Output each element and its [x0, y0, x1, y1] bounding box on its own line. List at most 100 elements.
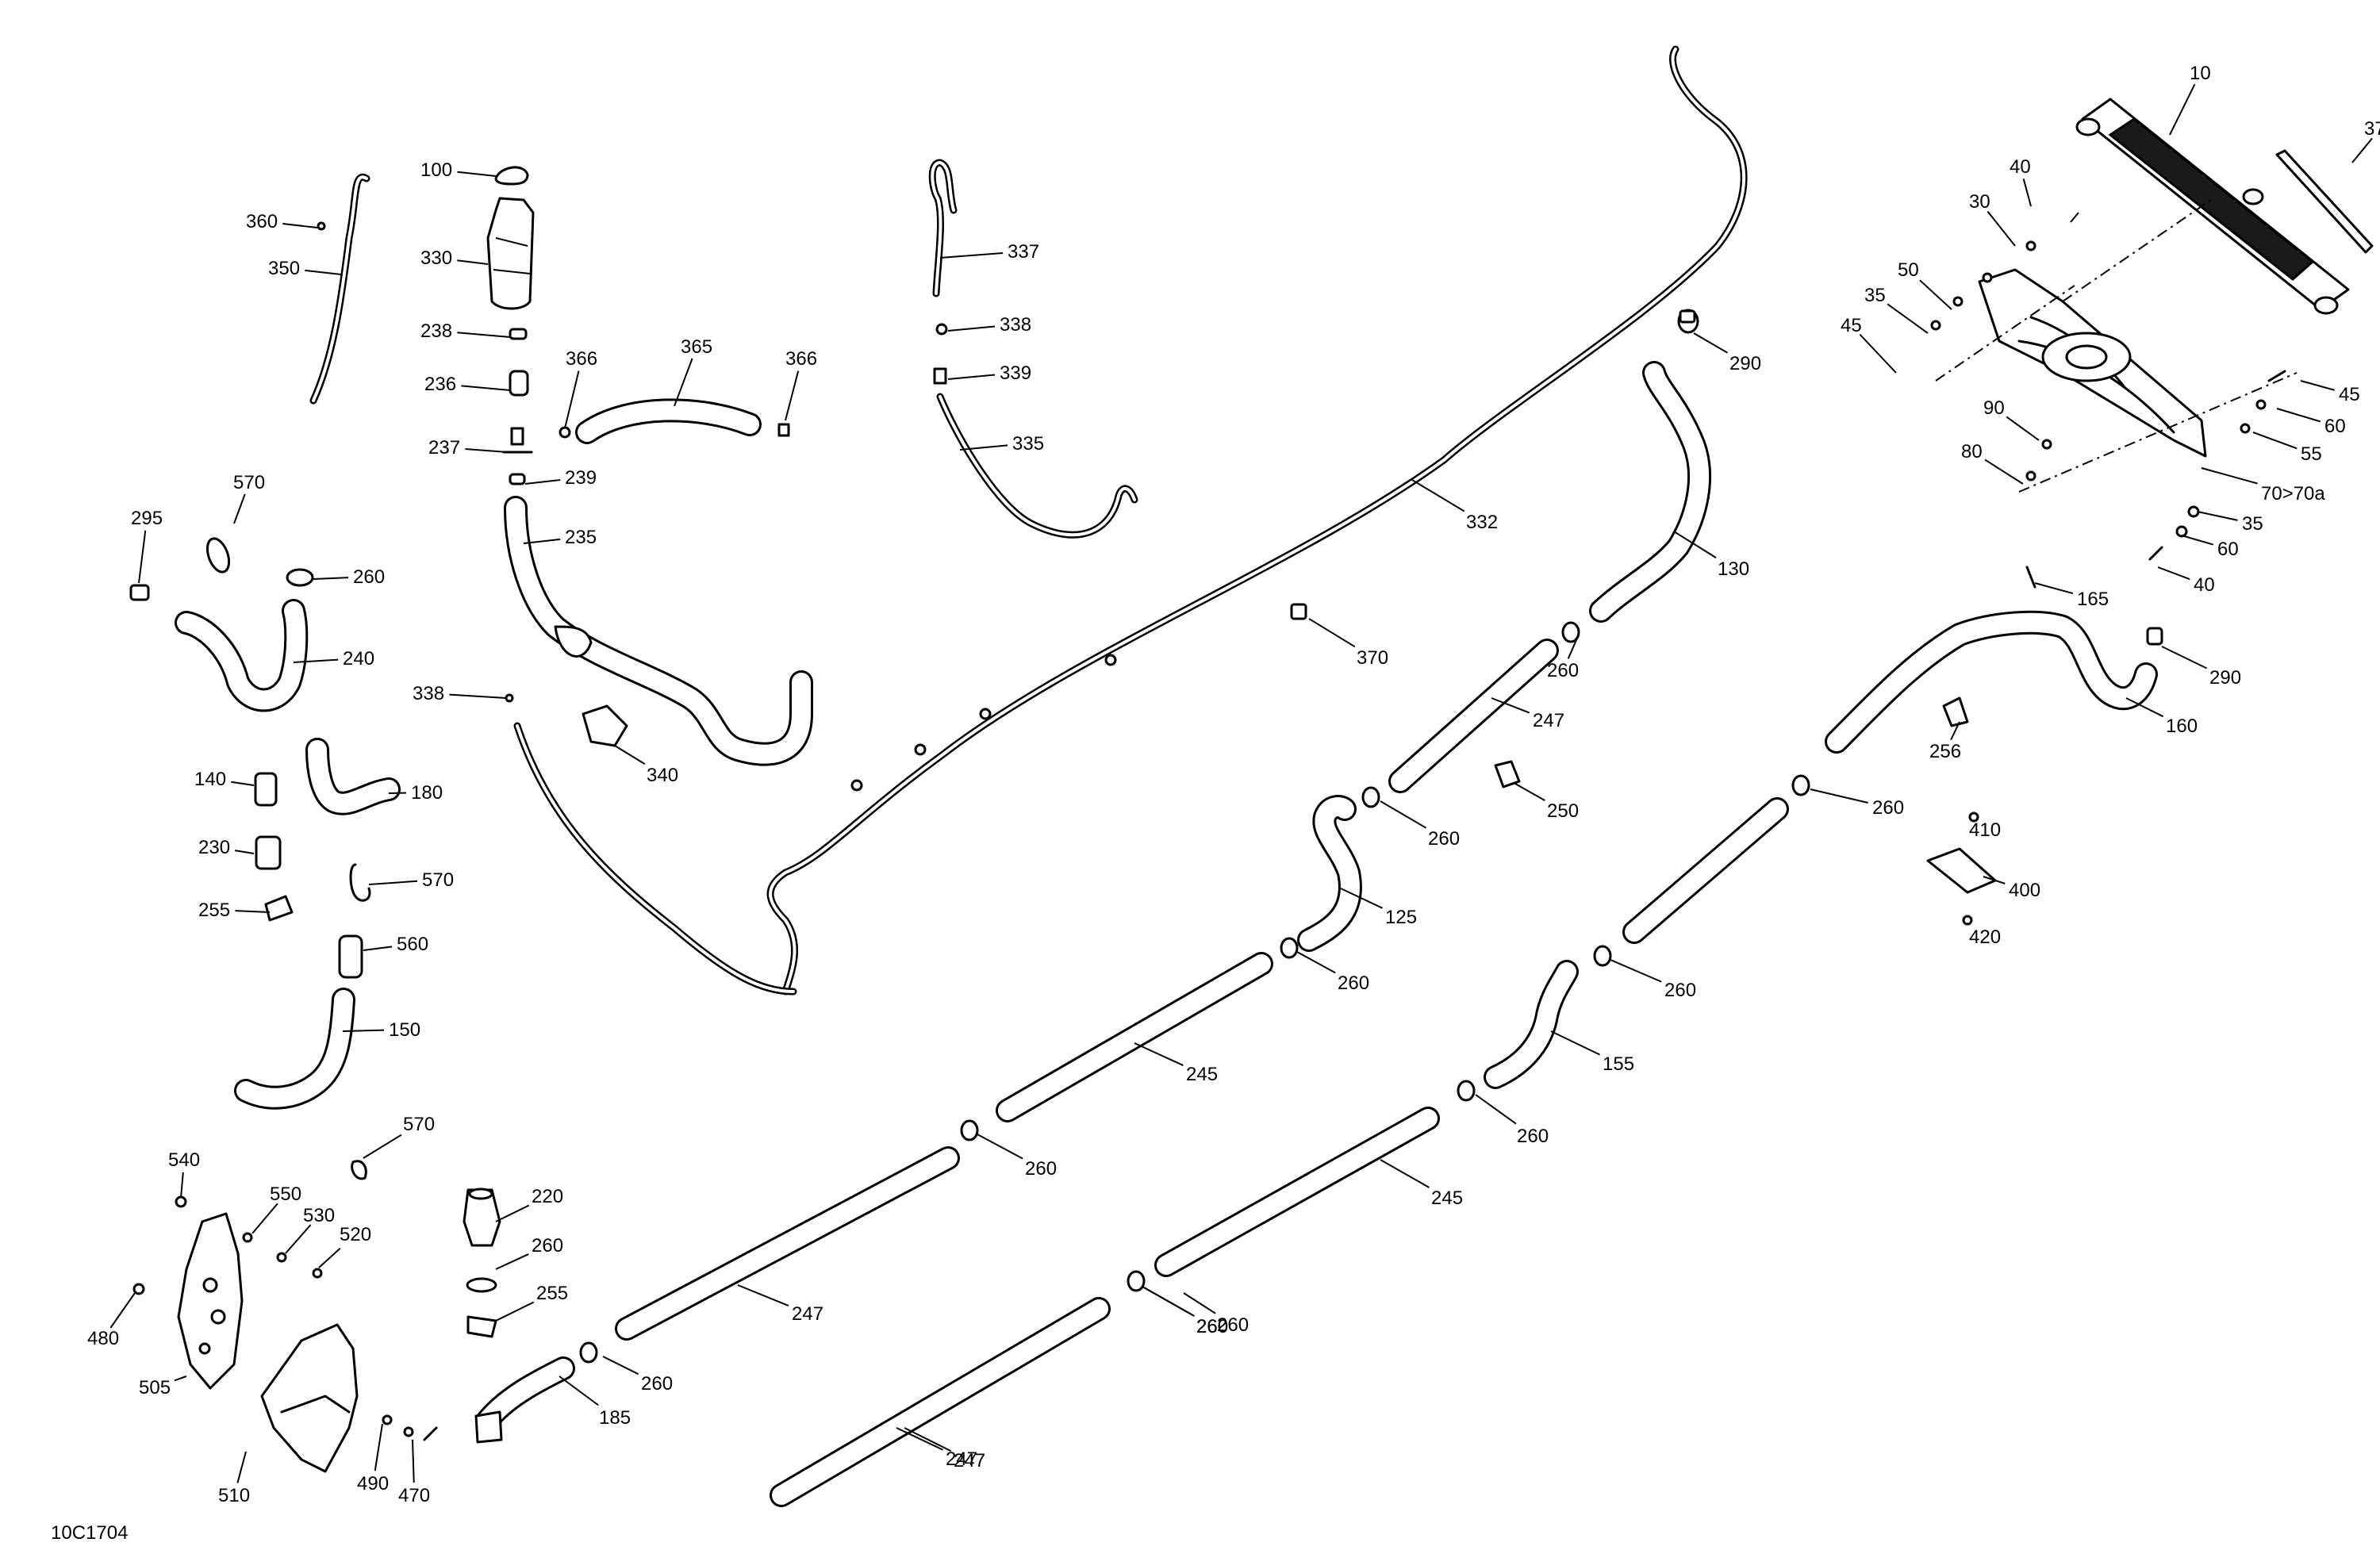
callout-570b: 570	[422, 869, 454, 891]
leader-line-550	[251, 1203, 278, 1234]
callout-238: 238	[420, 320, 452, 342]
callout-410: 410	[1969, 819, 2001, 841]
tube-245-mid	[996, 937, 1299, 1122]
callout-237: 237	[428, 437, 460, 458]
leader-line-247b	[904, 1427, 952, 1452]
callout-260m: 260	[1196, 1316, 1228, 1337]
leader-line-100	[457, 171, 497, 177]
callout-239: 239	[565, 467, 597, 489]
callout-400: 400	[2009, 880, 2040, 901]
leader-line-480	[109, 1292, 136, 1329]
callout-370: 370	[1357, 647, 1388, 669]
leader-line-60a	[2276, 408, 2321, 423]
leader-line-530	[285, 1224, 312, 1254]
callout-40b: 40	[2194, 574, 2215, 596]
leader-line-80	[1984, 458, 2024, 485]
leader-line-260f	[1296, 951, 1336, 974]
callout-80: 80	[1961, 441, 1983, 462]
hose-350	[309, 173, 370, 405]
callout-332: 332	[1466, 512, 1498, 533]
callout-40a: 40	[2010, 156, 2031, 178]
callout-90: 90	[1983, 397, 2005, 419]
callout-55: 55	[2301, 443, 2322, 465]
leader-line-247c	[1491, 697, 1530, 714]
callout-260a: 260	[353, 566, 385, 588]
hose-332	[766, 45, 1748, 996]
callout-290a: 290	[1729, 353, 1761, 374]
leader-line-165	[2034, 582, 2074, 595]
callout-330: 330	[420, 247, 452, 269]
leader-line-420	[1967, 923, 1969, 926]
leader-line-250	[1514, 783, 1545, 801]
leader-line-160	[2125, 697, 2164, 718]
callout-570a: 570	[233, 472, 265, 493]
callout-247a: 247	[792, 1303, 823, 1325]
tube-247-bottom	[770, 1270, 1146, 1507]
callout-530: 530	[303, 1205, 335, 1226]
callout-360: 360	[246, 211, 278, 232]
leader-line-256	[1950, 721, 1960, 741]
callout-45b: 45	[2339, 384, 2360, 405]
leader-line-245b	[1380, 1159, 1430, 1188]
leader-line-260i	[1810, 788, 1868, 804]
leader-line-50	[1919, 279, 1952, 310]
hose-240	[129, 537, 314, 712]
leader-line-35a	[1887, 303, 1929, 334]
callout-260h: 260	[1547, 660, 1579, 681]
callout-505: 505	[139, 1377, 171, 1398]
leader-line-366a	[564, 370, 580, 429]
callout-260l: 260	[1217, 1314, 1249, 1336]
callout-470: 470	[398, 1485, 430, 1506]
leader-line-505	[174, 1375, 187, 1382]
callout-260e: 260	[1196, 1316, 1228, 1337]
leader-line-220	[495, 1204, 530, 1222]
callout-250: 250	[1547, 800, 1579, 822]
callout-260f: 260	[1338, 973, 1369, 994]
leader-line-540	[180, 1172, 184, 1199]
callout-550: 550	[270, 1184, 301, 1205]
leader-line-55	[2252, 432, 2297, 450]
callout-245b: 245	[1431, 1187, 1463, 1209]
leader-line-339	[947, 374, 996, 380]
callout-365: 365	[681, 336, 712, 358]
callout-256: 256	[1929, 741, 1961, 762]
leader-line-337	[939, 251, 1004, 259]
callout-60a: 60	[2324, 416, 2346, 437]
leader-line-40b	[2157, 566, 2190, 581]
leader-line-366b	[785, 370, 800, 421]
tube-155	[1484, 945, 1612, 1089]
callout-338b: 338	[413, 683, 444, 704]
leader-line-520	[318, 1247, 341, 1268]
leader-line-335	[959, 444, 1008, 451]
housing-220-185	[463, 1187, 575, 1444]
leader-line-490	[374, 1423, 383, 1471]
radiator-assembly	[1930, 98, 2374, 561]
callout-366a: 366	[566, 348, 597, 370]
callout-420: 420	[1969, 927, 2001, 948]
hose-180-140-230	[254, 738, 401, 979]
callout-140: 140	[194, 769, 226, 790]
leader-line-155	[1550, 1030, 1601, 1056]
callout-130: 130	[1718, 558, 1749, 580]
leader-line-470	[412, 1439, 415, 1483]
leader-line-260c	[602, 1356, 639, 1375]
callout-376: 376	[2364, 118, 2380, 140]
callout-247b: 247	[954, 1450, 985, 1471]
callout-260g: 260	[1428, 828, 1460, 850]
leader-line-130	[1673, 531, 1717, 558]
leader-line-45b	[2300, 380, 2335, 391]
callout-338a: 338	[1000, 314, 1031, 336]
callout-260k: 260	[1517, 1126, 1549, 1147]
callout-150: 150	[389, 1019, 420, 1041]
callout-230: 230	[198, 837, 230, 858]
callout-60b: 60	[2217, 539, 2239, 560]
callout-366b: 366	[785, 348, 817, 370]
leader-line-400	[1983, 876, 2006, 884]
callout-490: 490	[357, 1473, 389, 1494]
callout-560: 560	[397, 934, 428, 955]
tube-247-upper	[1388, 621, 1580, 793]
leader-line-125	[1340, 888, 1383, 909]
hose-335-337	[928, 159, 1138, 539]
callout-520: 520	[340, 1224, 371, 1245]
